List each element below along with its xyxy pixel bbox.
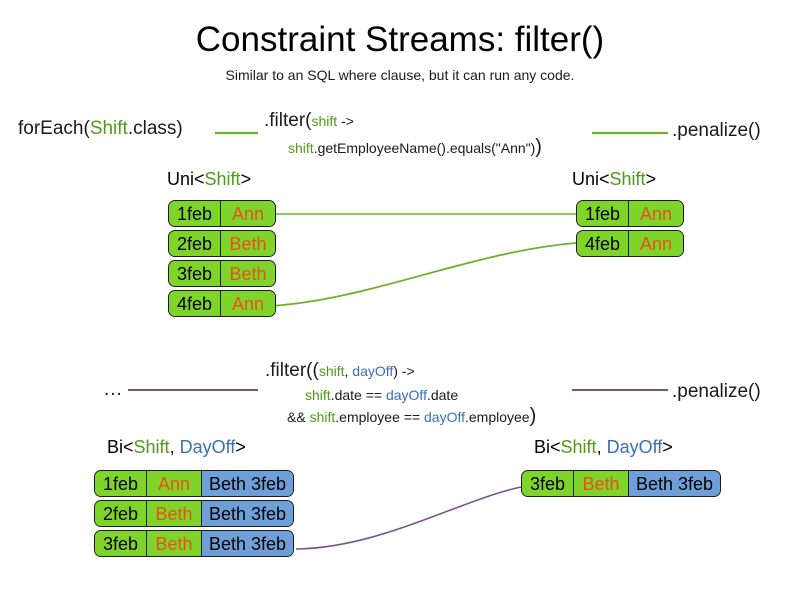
uni-filter-line2-var: shift	[288, 140, 314, 156]
foreach-suffix: .class)	[127, 118, 183, 139]
wire-bi-3feb	[295, 486, 522, 550]
uni-filter-line2-rest: .getEmployeeName().equals("Ann")	[313, 140, 536, 156]
tuple-date: 4feb	[577, 231, 628, 256]
tuple-date: 3feb	[522, 471, 573, 496]
tuple-dayoff: Beth 3feb	[201, 471, 293, 496]
bi-right-type-name2: DayOff	[606, 437, 663, 457]
tuple-name: Beth	[573, 471, 628, 496]
uni-left-type-suffix: >	[240, 169, 252, 189]
tuple-date: 3feb	[169, 261, 220, 286]
tuple-name: Ann	[628, 231, 683, 256]
bi-filter-arrow: ) ->	[393, 363, 415, 379]
tuple-row[interactable]: 4feb Ann	[576, 230, 684, 257]
bi-filter-line3: && shift.employee == dayOff.employee)	[287, 405, 537, 427]
tuple-row[interactable]: 4feb Ann	[168, 290, 276, 317]
uni-right-type-name: Shift	[609, 169, 646, 189]
wire-uni-4feb	[269, 242, 577, 307]
bi-left-type-name1: Shift	[133, 437, 170, 457]
tuple-dayoff: Beth 3feb	[628, 471, 720, 496]
uni-right-tuple-stack: 1feb Ann 4feb Ann	[576, 200, 684, 257]
bi-left-type-sep: ,	[169, 437, 180, 457]
tuple-row[interactable]: 2feb Beth Beth 3feb	[94, 500, 294, 527]
bi-filter-l2-mid: .date ==	[330, 387, 386, 403]
page-subtitle: Similar to an SQL where clause, but it c…	[225, 67, 575, 83]
uni-left-type-label: Uni<Shift>	[167, 168, 251, 190]
bi-filter-l3-lead: &&	[287, 409, 310, 425]
uni-filter-arrow: ->	[337, 113, 354, 129]
uni-filter-line2: shift.getEmployeeName().equals("Ann"))	[288, 136, 542, 158]
uni-left-type-name: Shift	[204, 169, 241, 189]
tuple-name: Ann	[146, 471, 201, 496]
bi-left-tuple-stack: 1feb Ann Beth 3feb 2feb Beth Beth 3feb 3…	[94, 470, 294, 557]
tuple-date: 4feb	[169, 291, 220, 316]
tuple-name: Ann	[220, 201, 275, 226]
tuple-date: 1feb	[169, 201, 220, 226]
tuple-name: Beth	[146, 531, 201, 556]
tuple-row[interactable]: 3feb Beth	[168, 260, 276, 287]
tuple-date: 2feb	[169, 231, 220, 256]
tuple-name: Ann	[220, 291, 275, 316]
bi-left-type-name2: DayOff	[179, 437, 236, 457]
bi-right-type-sep: ,	[596, 437, 607, 457]
bi-filter-var1: shift	[318, 363, 345, 379]
tuple-date: 1feb	[577, 201, 628, 226]
tuple-dayoff: Beth 3feb	[201, 531, 293, 556]
foreach-label: forEach(Shift.class)	[18, 118, 183, 140]
uni-left-type-prefix: Uni<	[167, 169, 205, 189]
uni-filter-line1: .filter(shift ->	[264, 110, 354, 132]
tuple-row[interactable]: 2feb Beth	[168, 230, 276, 257]
bi-filter-var2: dayOff	[352, 363, 394, 379]
bi-left-type-suffix: >	[235, 437, 246, 457]
bi-left-type-prefix: Bi<	[107, 437, 134, 457]
tuple-name: Ann	[628, 201, 683, 226]
bi-right-type-name1: Shift	[560, 437, 597, 457]
tuple-dayoff: Beth 3feb	[201, 501, 293, 526]
tuple-row[interactable]: 1feb Ann Beth 3feb	[94, 470, 294, 497]
tuple-name: Beth	[220, 231, 275, 256]
uni-penalize-label: .penalize()	[672, 120, 761, 141]
bi-left-type-label: Bi<Shift, DayOff>	[107, 436, 246, 458]
bi-source-ellipsis: ...	[104, 379, 123, 400]
page-title: Constraint Streams: filter()	[195, 20, 605, 59]
bi-filter-l3-var1: shift	[309, 409, 336, 425]
foreach-prefix: forEach(	[18, 118, 90, 139]
uni-left-tuple-stack: 1feb Ann 2feb Beth 3feb Beth 4feb Ann	[168, 200, 276, 317]
bi-penalize-label: .penalize()	[672, 381, 761, 402]
bi-right-type-label: Bi<Shift, DayOff>	[534, 436, 673, 458]
bi-right-tuple-stack: 3feb Beth Beth 3feb	[521, 470, 721, 497]
bi-filter-l3-mid: .employee ==	[335, 409, 424, 425]
tuple-date: 3feb	[95, 531, 146, 556]
tuple-name: Beth	[220, 261, 275, 286]
tuple-date: 2feb	[95, 501, 146, 526]
bi-filter-l2-tail: .date	[426, 387, 459, 403]
uni-filter-close-paren: )	[535, 136, 542, 158]
uni-filter-prefix: .filter(	[264, 110, 312, 131]
bi-filter-line2: shift.date == dayOff.date	[305, 386, 458, 404]
tuple-row[interactable]: 3feb Beth Beth 3feb	[94, 530, 294, 557]
tuple-row[interactable]: 1feb Ann	[576, 200, 684, 227]
bi-filter-prefix: .filter((	[265, 360, 319, 381]
bi-right-type-suffix: >	[662, 437, 673, 457]
tuple-row[interactable]: 3feb Beth Beth 3feb	[521, 470, 721, 497]
bi-filter-l3-tail: .employee	[465, 409, 530, 425]
bi-filter-l2-var2: dayOff	[385, 387, 427, 403]
bi-right-type-prefix: Bi<	[534, 437, 561, 457]
bi-filter-l2-var1: shift	[305, 387, 331, 403]
tuple-date: 1feb	[95, 471, 146, 496]
bi-filter-close-paren: )	[529, 405, 537, 427]
uni-right-type-label: Uni<Shift>	[572, 168, 656, 190]
uni-filter-var: shift	[311, 113, 338, 129]
foreach-type: Shift	[89, 118, 128, 139]
tuple-name: Beth	[146, 501, 201, 526]
bi-filter-sep: ,	[344, 363, 353, 379]
bi-filter-l3-var2: dayOff	[424, 409, 465, 425]
uni-right-type-suffix: >	[645, 169, 657, 189]
uni-right-type-prefix: Uni<	[572, 169, 610, 189]
bi-filter-line1: .filter((shift, dayOff) ->	[265, 360, 415, 382]
tuple-row[interactable]: 1feb Ann	[168, 200, 276, 227]
